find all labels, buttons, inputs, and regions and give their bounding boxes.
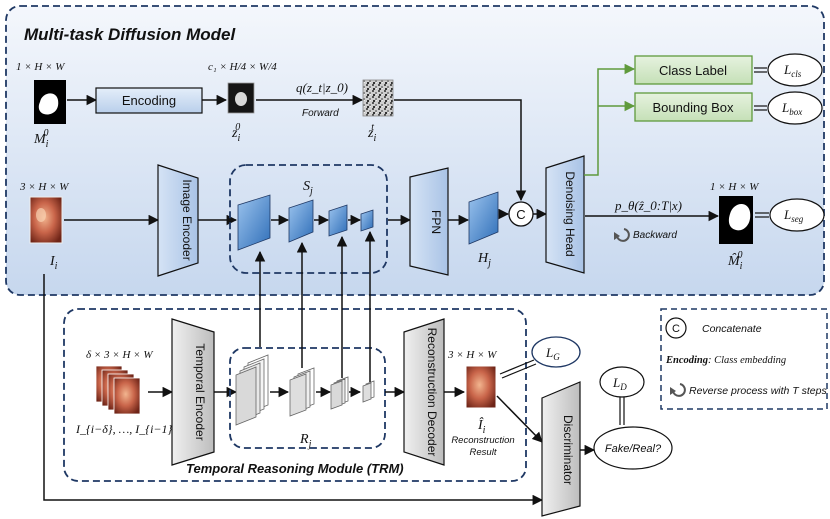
rj-label: Rj bbox=[299, 432, 312, 450]
legend-box bbox=[660, 308, 828, 410]
discriminator-label: Discriminator bbox=[561, 415, 575, 485]
temporal-sequence-label: I_{i−δ}, …, I_{i−1} bbox=[75, 422, 173, 436]
legend-encoding-label: Encoding: Class embedding bbox=[665, 355, 786, 366]
trm-title: Temporal Reasoning Module (TRM) bbox=[186, 461, 404, 476]
panel-title: Multi-task Diffusion Model bbox=[24, 25, 237, 44]
mask-top-shape bbox=[38, 93, 59, 115]
feature-map-4 bbox=[360, 209, 374, 232]
image-encoder-label: Image Encoder bbox=[180, 179, 194, 260]
legend-reverse-icon bbox=[672, 383, 686, 397]
temporal-dim: δ × 3 × H × W bbox=[86, 349, 153, 361]
trm-panel bbox=[63, 308, 527, 482]
recon-dim: 3 × H × W bbox=[447, 349, 497, 361]
hj-label: Hj bbox=[477, 251, 491, 269]
denoising-head-label: Denoising Head bbox=[563, 171, 577, 256]
rj-stack-2 bbox=[289, 367, 315, 417]
encoding-label: Encoding bbox=[122, 93, 176, 108]
latent0-blob bbox=[235, 92, 247, 106]
discriminator-block bbox=[541, 381, 581, 517]
loss-seg-label: Lseg bbox=[783, 207, 804, 224]
backward-formula: p_θ(ẑ_0:T|x) bbox=[614, 198, 682, 213]
loss-g-arrow-b bbox=[501, 363, 537, 379]
reverse-loop-icon-head bbox=[614, 232, 620, 240]
reverse-loop-icon bbox=[616, 228, 630, 242]
sj-label: Sj bbox=[303, 179, 313, 197]
temporal-encoder-block bbox=[171, 318, 215, 466]
sj-region bbox=[229, 164, 388, 274]
denoising-head-block bbox=[545, 155, 585, 274]
hj-feature bbox=[468, 191, 499, 245]
loss-d-ellipse bbox=[599, 366, 645, 398]
recon-label: Îi bbox=[477, 416, 486, 436]
loss-d-label: LD bbox=[612, 375, 627, 392]
latentT-image bbox=[362, 79, 394, 117]
output-mask-label: M̂i0 bbox=[727, 250, 743, 272]
arrow-latent-to-concat bbox=[394, 99, 527, 202]
temporal-frame-4 bbox=[113, 377, 141, 415]
image-encoder-block bbox=[157, 164, 199, 277]
encoding-box bbox=[95, 87, 203, 114]
class-label-box bbox=[634, 55, 753, 85]
loss-g-ellipse bbox=[531, 336, 581, 368]
recon-image bbox=[465, 365, 497, 409]
legend-reverse-label: Reverse process with T steps bbox=[689, 385, 827, 397]
mask-top-dim: 1 × H × W bbox=[16, 61, 65, 73]
concat-symbol: C bbox=[516, 207, 525, 222]
output-dim: 1 × H × W bbox=[710, 181, 759, 193]
rj-stack-3 bbox=[330, 376, 349, 410]
loss-box-ellipse bbox=[767, 91, 823, 125]
loss-cls-label: Lcls bbox=[783, 62, 802, 79]
recon-decoder-label: Reconstruction Decoder bbox=[425, 328, 439, 457]
forward-formula: q(z_t|z_0) bbox=[296, 80, 348, 95]
recon-decoder-block bbox=[403, 318, 445, 466]
backward-label: Backward bbox=[633, 230, 677, 241]
bbox-box bbox=[634, 92, 753, 122]
latent0-label: zi0 bbox=[231, 122, 240, 144]
input-dim: 3 × H × W bbox=[19, 181, 69, 193]
arrow-recon-to-discriminator bbox=[496, 395, 543, 443]
loss-cls-ellipse bbox=[767, 53, 823, 87]
feature-map-3 bbox=[328, 204, 348, 237]
input-label: Ii bbox=[49, 254, 58, 272]
input-image bbox=[29, 196, 63, 244]
legend-concat-label: Concatenate bbox=[702, 323, 762, 335]
loss-seg-ellipse bbox=[769, 198, 825, 232]
recon-caption-2: Result bbox=[470, 447, 497, 458]
output-mask-shape bbox=[728, 203, 751, 231]
loss-g-label: LG bbox=[545, 345, 560, 362]
latentT-label: zit bbox=[367, 122, 376, 144]
arrow-input-to-discriminator bbox=[43, 274, 544, 506]
latent0-dim: c₁ × H/4 × W/4 bbox=[208, 61, 277, 73]
loss-g-arrow bbox=[499, 359, 535, 375]
fake-real-ellipse bbox=[593, 426, 673, 470]
feature-map-2 bbox=[288, 199, 314, 243]
mask-top-label: Mi0 bbox=[33, 128, 49, 150]
rj-stack-4 bbox=[362, 380, 375, 403]
fpn-label: FPN bbox=[429, 210, 443, 234]
legend-concat-icon-text: C bbox=[672, 323, 680, 335]
forward-label: Forward bbox=[302, 108, 339, 119]
arrow-head-to-class bbox=[584, 63, 636, 176]
input-image-highlight bbox=[36, 208, 46, 222]
feature-map-1 bbox=[237, 194, 271, 251]
legend-reverse-icon-head bbox=[670, 387, 676, 395]
fake-real-label: Fake/Real? bbox=[605, 443, 662, 455]
fpn-block bbox=[409, 167, 449, 276]
bbox-text: Bounding Box bbox=[653, 100, 734, 115]
rj-stack-1 bbox=[235, 354, 269, 426]
diffusion-panel bbox=[5, 5, 825, 296]
legend-concat-icon bbox=[665, 317, 687, 339]
loss-box-label: Lbox bbox=[781, 100, 802, 117]
temporal-encoder-label: Temporal Encoder bbox=[193, 343, 207, 440]
recon-caption-1: Reconstruction bbox=[451, 435, 514, 446]
class-label-text: Class Label bbox=[659, 63, 727, 78]
